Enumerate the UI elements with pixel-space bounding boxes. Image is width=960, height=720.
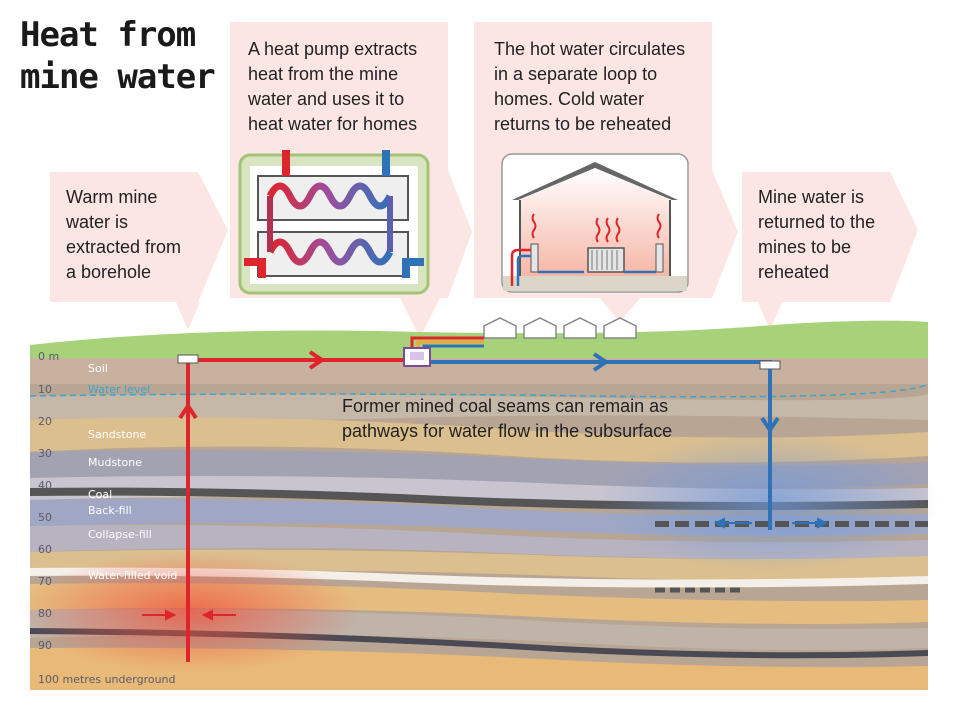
depth-label: 60: [38, 543, 52, 556]
callout-line: The hot water circulates: [494, 39, 686, 59]
callout-line: Mine water is: [758, 187, 865, 207]
depth-bottom-label: 100 metres underground: [38, 673, 176, 686]
layer-label-backfill: Back-fill: [88, 504, 132, 517]
callout-line: returns to be reheated: [494, 114, 672, 134]
callout-line: heat from the mine: [248, 64, 399, 84]
callout-return-text: Mine water is returned to the mines to b…: [758, 185, 875, 285]
callout-line: a borehole: [66, 262, 152, 282]
heat-pump-unit: [403, 347, 431, 367]
layer-label-mudstone: Mudstone: [88, 456, 142, 469]
callout-line: homes. Cold water: [494, 89, 645, 109]
extraction-pipe: [177, 350, 408, 662]
flow-arrows-warm: [142, 609, 236, 621]
callout-line: water is: [66, 212, 129, 232]
return-pipe: [428, 352, 781, 530]
callout-line: reheated: [758, 262, 830, 282]
callout-return: [742, 172, 918, 330]
heat-pump-illustration: [238, 150, 430, 295]
callout-line: A heat pump extracts: [248, 39, 418, 59]
callout-circulate-text: The hot water circulates in a separate l…: [494, 37, 685, 137]
flow-arrows-cool: [713, 517, 829, 529]
title-line-2: mine water: [20, 57, 216, 97]
layer-label-water-level: Water level: [88, 383, 150, 396]
depth-label: 70: [38, 575, 52, 588]
layer-label-collapse-fill: Collapse-fill: [88, 528, 152, 541]
house-illustration: [501, 153, 689, 293]
callout-line: water and uses it to: [248, 89, 405, 109]
depth-label: 10: [38, 383, 52, 396]
page-title: Heat from mine water: [20, 14, 240, 98]
depth-label: 90: [38, 639, 52, 652]
layer-label-soil: Soil: [88, 362, 108, 375]
depth-label: 30: [38, 447, 52, 460]
callout-line: extracted from: [66, 237, 182, 257]
layer-labels: Soil Water level Sandstone Mudstone Coal…: [88, 362, 177, 582]
callout-extract: [50, 172, 228, 330]
title-line-1: Heat from: [20, 15, 196, 55]
ground-cross-section: [20, 320, 940, 690]
depth-label: 80: [38, 607, 52, 620]
callout-line: in a separate loop to: [494, 64, 658, 84]
subsurface-note-line: pathways for water flow in the subsurfac…: [342, 421, 673, 441]
layer-label-sandstone: Sandstone: [88, 428, 146, 441]
subsurface-note: Former mined coal seams can remain as pa…: [342, 394, 672, 444]
callout-line: returned to the: [758, 212, 876, 232]
callout-heat-pump-text: A heat pump extracts heat from the mine …: [248, 37, 417, 137]
depth-label: 0 m: [38, 350, 59, 363]
layer-label-water-filled-void: Water-filled void: [88, 569, 177, 582]
callout-line: Warm mine: [66, 187, 158, 207]
depth-scale: 0 m 10 20 30 40 50 60 70 80 90 100 metre…: [38, 350, 176, 686]
surface-houses: [483, 317, 637, 339]
callout-line: mines to be: [758, 237, 852, 257]
depth-label: 50: [38, 511, 52, 524]
depth-label: 20: [38, 415, 52, 428]
subsurface-note-line: Former mined coal seams can remain as: [342, 396, 669, 416]
depth-label: 40: [38, 479, 52, 492]
callout-line: heat water for homes: [248, 114, 418, 134]
callout-extract-text: Warm mine water is extracted from a bore…: [66, 185, 181, 285]
layer-label-coal: Coal: [88, 488, 112, 501]
